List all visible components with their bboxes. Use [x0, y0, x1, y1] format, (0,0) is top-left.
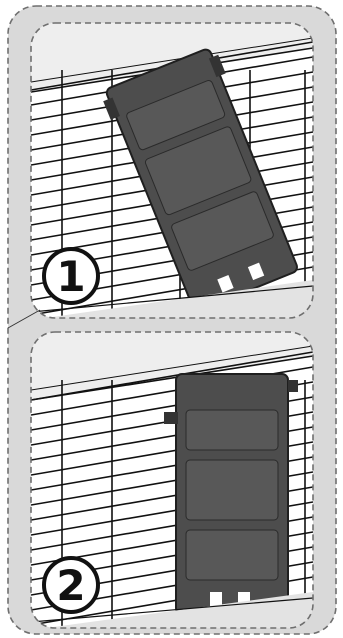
step-1-number: 1: [56, 252, 85, 301]
step-2-panel: [30, 331, 314, 629]
feeder-panel-hanging: [164, 373, 298, 615]
step-2-number: 2: [56, 561, 85, 610]
cage-bottom-rail: [31, 592, 313, 628]
step-1-panel: [30, 22, 314, 319]
feeder-panel-tilted: [103, 48, 298, 312]
step-1-badge: 1: [42, 247, 100, 305]
cage-bottom-rail: [31, 280, 313, 318]
step-2-badge: 2: [42, 556, 100, 614]
cage-horizontal-wire: [31, 351, 313, 401]
callout-line: [7, 309, 41, 329]
